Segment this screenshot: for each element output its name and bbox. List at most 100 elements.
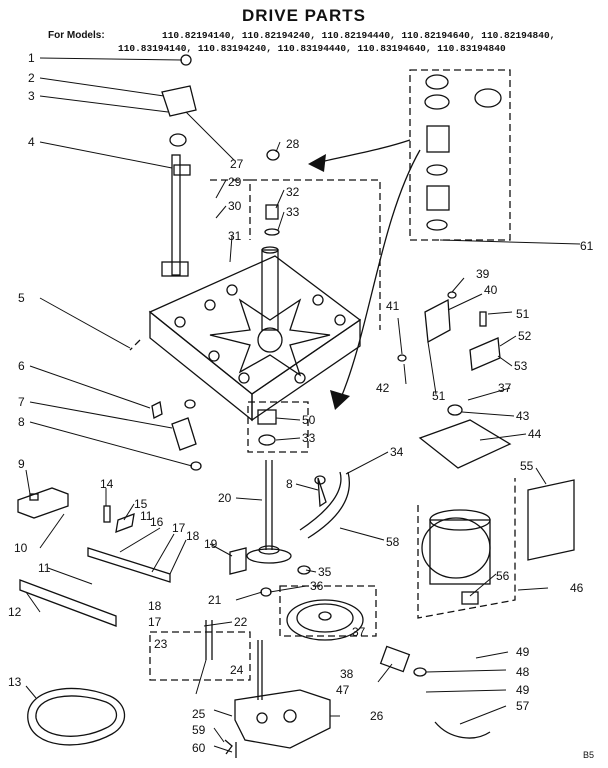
bracket-assembly: [161, 54, 197, 277]
part-drawings: [17, 54, 575, 758]
diagram-title: DRIVE PARTS: [241, 6, 367, 25]
transmission-housing: [234, 640, 331, 758]
callout-60: 60: [192, 741, 206, 755]
callout-1: 1: [28, 51, 35, 65]
motor-cover: [527, 479, 575, 561]
callout-48: 48: [516, 665, 530, 679]
callout-56: 56: [496, 569, 510, 583]
callout-59: 59: [192, 723, 206, 737]
drive-shaft: [246, 460, 292, 564]
callout-33-upper: 33: [286, 205, 300, 219]
callout-7: 7: [18, 395, 25, 409]
callout-39: 39: [476, 267, 490, 281]
callout-52: 52: [518, 329, 532, 343]
callout-5: 5: [18, 291, 25, 305]
callout-4: 4: [28, 135, 35, 149]
callout-26: 26: [370, 709, 384, 723]
callout-24: 24: [230, 663, 244, 677]
shifter-parts: [103, 399, 326, 755]
lever-bars: [19, 547, 171, 627]
callout-17-lower: 17: [148, 615, 162, 629]
callout-15: 15: [134, 497, 148, 511]
callout-13: 13: [8, 675, 22, 689]
callout-55: 55: [520, 459, 534, 473]
callout-27: 27: [230, 157, 244, 171]
callout-6: 6: [18, 359, 25, 373]
callout-31: 31: [228, 229, 242, 243]
callout-19: 19: [204, 537, 218, 551]
callout-43: 43: [516, 409, 530, 423]
callout-46: 46: [570, 581, 584, 595]
callout-49-upper: 49: [516, 645, 530, 659]
callout-10: 10: [14, 541, 28, 555]
leader-lines: [25, 57, 581, 753]
callout-33-lower: 33: [302, 431, 316, 445]
callout-9: 9: [18, 457, 25, 471]
callout-11-lower: 11: [38, 561, 51, 575]
corner-code: B5: [582, 750, 594, 760]
callout-18-upper: 18: [186, 529, 200, 543]
callout-53: 53: [514, 359, 528, 373]
models-prefix: For Models:: [48, 30, 105, 41]
callout-12: 12: [8, 605, 22, 619]
motor-mount-plate: [418, 419, 512, 469]
center-post: [261, 246, 279, 331]
model-numbers-row-1: 110.82194140, 110.82194240, 110.82194440…: [162, 30, 556, 41]
callout-41: 41: [386, 299, 400, 313]
callout-28: 28: [286, 137, 300, 151]
retaining-clip: [434, 721, 491, 739]
drive-motor: [421, 509, 491, 605]
callout-14: 14: [100, 477, 114, 491]
callout-47: 47: [336, 683, 350, 697]
assembly-arrows: [308, 139, 421, 410]
callout-labels: 1 2 3 4 5 6 7 8 8 9 10 11 11 12 13 14 15…: [8, 51, 594, 755]
bearing-kit-parts: [424, 74, 502, 231]
callout-17-upper: 17: [172, 521, 186, 535]
callout-18-lower: 18: [148, 599, 162, 613]
bearing-stack: [257, 149, 280, 446]
callout-49-lower: 49: [516, 683, 530, 697]
callout-42: 42: [376, 381, 390, 395]
callout-37-pulley: 37: [352, 625, 366, 639]
callout-40: 40: [484, 283, 498, 297]
callout-29: 29: [228, 175, 242, 189]
switch-block: [17, 487, 69, 519]
callout-51-lower: 51: [432, 389, 446, 403]
capacitor: [379, 645, 427, 677]
motor-bracket-parts: [397, 291, 501, 416]
drive-belt: [27, 687, 126, 746]
callout-37-right: 37: [498, 381, 512, 395]
drive-pulley: [286, 599, 364, 641]
callout-8-left: 8: [18, 415, 25, 429]
callout-8-hose: 8: [286, 477, 293, 491]
callout-32: 32: [286, 185, 300, 199]
drain-hose: [299, 471, 350, 539]
callout-23: 23: [154, 637, 168, 651]
model-numbers-row-2: 110.83194140, 110.83194240, 110.83194440…: [118, 43, 506, 54]
callout-36: 36: [310, 579, 324, 593]
callout-61: 61: [580, 239, 594, 253]
callout-51-upper: 51: [516, 307, 530, 321]
callout-44: 44: [528, 427, 542, 441]
small-clip: [317, 477, 327, 508]
callout-30: 30: [228, 199, 242, 213]
callout-22: 22: [234, 615, 248, 629]
dashed-group-boxes: [129, 69, 516, 681]
callout-34: 34: [390, 445, 404, 459]
callout-16: 16: [150, 515, 164, 529]
callout-21: 21: [208, 593, 222, 607]
tub-support-plate: [148, 255, 362, 422]
callout-35: 35: [318, 565, 332, 579]
callout-3: 3: [28, 89, 35, 103]
callout-38: 38: [340, 667, 354, 681]
arrow-head-left: [308, 154, 326, 172]
callout-58: 58: [386, 535, 400, 549]
callout-57: 57: [516, 699, 530, 713]
callout-2: 2: [28, 71, 35, 85]
callout-20: 20: [218, 491, 232, 505]
callout-11-upper: 11: [140, 509, 153, 523]
callout-50: 50: [302, 413, 316, 427]
arrow-head-down: [330, 390, 350, 410]
callout-25: 25: [192, 707, 206, 721]
